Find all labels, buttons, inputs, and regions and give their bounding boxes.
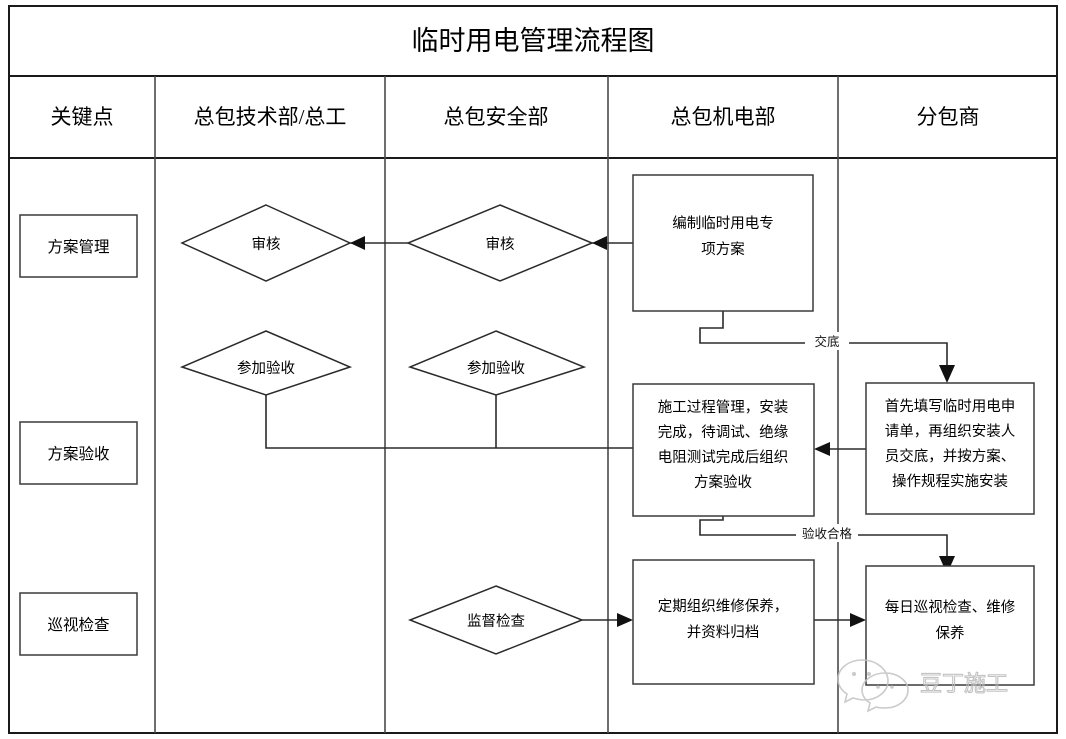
- arrowhead-briefing: [939, 365, 955, 383]
- node-label-review-tech: 审核: [252, 236, 281, 253]
- node-shape-periodic-maintenance[interactable]: [632, 559, 815, 685]
- node-shape-fill-application[interactable]: [865, 382, 1035, 515]
- outer-frame: [8, 5, 1058, 734]
- node-label-review-safety: 审核: [486, 236, 515, 253]
- column-header-mech-elec-dept: 总包机电部: [671, 105, 776, 129]
- arrowhead-draft-to-review-safety: [592, 236, 607, 250]
- wechat-icon-dot-3: [876, 685, 880, 689]
- connector-acceptance-pass-path: [699, 516, 948, 565]
- node-review-tech[interactable]: 审核: [180, 204, 352, 282]
- node-label-fill-line-1: 首先填写临时用电申: [885, 398, 1016, 415]
- node-label-daily-patrol-line-1: 每日巡视检查、维修: [885, 599, 1016, 616]
- key-point-box-2: [19, 421, 138, 485]
- node-shape-review-safety[interactable]: [406, 204, 594, 282]
- watermark-text: 豆丁施工: [920, 671, 1008, 696]
- node-shape-join-acceptance-tech[interactable]: [179, 330, 353, 396]
- node-label-supervise-inspect: 监督检查: [467, 613, 525, 630]
- arrowhead-fill-to-construction: [814, 442, 830, 456]
- node-periodic-maintenance[interactable]: 定期组织维修保养， 并资料归档: [632, 559, 815, 685]
- key-point-label-3: 巡视检查: [47, 616, 109, 634]
- node-label-fill-line-2: 请单，再组织安装人: [885, 423, 1016, 440]
- node-supervise-inspect[interactable]: 监督检查: [407, 585, 585, 655]
- node-label-maintenance-line-1: 定期组织维修保养，: [658, 598, 789, 615]
- node-label-construction-line-1: 施工过程管理，安装: [658, 399, 789, 416]
- node-construction-management[interactable]: 施工过程管理，安装 完成，待调试、绝缘 电阻测试完成后组织 方案验收: [632, 383, 815, 517]
- wechat-icon-dot-2: [866, 671, 872, 677]
- key-point-plan-acceptance: 方案验收: [19, 421, 138, 485]
- column-header-subcontractor: 分包商: [917, 105, 980, 129]
- node-fill-application[interactable]: 首先填写临时用电申 请单，再组织安装人 员交底，并按方案、 操作规程实施安装: [865, 382, 1035, 515]
- node-label-construction-line-3: 电阻测试完成后组织: [658, 449, 789, 466]
- key-point-box-3: [19, 592, 138, 656]
- key-point-patrol-inspection: 巡视检查: [19, 592, 138, 656]
- key-point-label-2: 方案验收: [47, 445, 109, 463]
- wechat-icon-front-bubble: [861, 672, 909, 713]
- connector-briefing-path: [699, 311, 948, 375]
- key-point-plan-management: 方案管理: [19, 214, 138, 278]
- arrowhead-acceptance-pass: [939, 556, 955, 574]
- node-label-maintenance-line-2: 并资料归档: [687, 624, 760, 641]
- node-shape-draft-plan[interactable]: [632, 174, 814, 312]
- node-daily-patrol[interactable]: 每日巡视检查、维修 保养: [865, 565, 1035, 686]
- edge-label-briefing: 交底: [814, 334, 839, 349]
- wechat-icon-dot-4: [890, 685, 894, 689]
- node-label-draft-plan-line-1: 编制临时用电专: [672, 215, 774, 232]
- key-point-box-1: [19, 214, 138, 278]
- watermark: 豆丁施工: [837, 659, 1009, 713]
- arrowhead-review-safety-to-review-tech: [350, 236, 365, 250]
- node-join-acceptance-safety[interactable]: 参加验收: [407, 330, 587, 396]
- node-shape-construction-management[interactable]: [632, 383, 815, 517]
- column-header-key-points: 关键点: [51, 105, 114, 129]
- column-header-tech-dept: 总包技术部/总工: [194, 105, 347, 129]
- arrowhead-supervise-to-maintenance: [617, 613, 633, 627]
- key-point-label-1: 方案管理: [47, 238, 109, 256]
- node-shape-review-tech[interactable]: [180, 204, 352, 282]
- connector-acceptance-tech-path: [265, 395, 814, 449]
- node-label-join-acceptance-tech: 参加验收: [237, 360, 295, 377]
- node-review-safety[interactable]: 审核: [406, 204, 594, 282]
- node-label-fill-line-4: 操作规程实施安装: [892, 473, 1008, 490]
- column-header-safety-dept: 总包安全部: [444, 105, 549, 129]
- arrowhead-maintenance-to-daily-patrol: [850, 613, 866, 627]
- edge-label-bg-briefing: [805, 332, 849, 350]
- node-label-fill-line-3: 员交底，并按方案、: [885, 447, 1016, 465]
- wechat-icon-back-bubble: [837, 659, 889, 704]
- page-title: 临时用电管理流程图: [412, 26, 655, 56]
- node-label-construction-line-4: 方案验收: [694, 473, 752, 491]
- wechat-icon-dot-1: [851, 671, 857, 677]
- node-shape-daily-patrol[interactable]: [865, 565, 1035, 686]
- node-join-acceptance-tech[interactable]: 参加验收: [179, 330, 353, 396]
- node-shape-supervise-inspect[interactable]: [407, 585, 585, 655]
- edge-label-acceptance-pass: 验收合格: [802, 526, 853, 541]
- node-label-daily-patrol-line-2: 保养: [936, 625, 965, 642]
- node-label-construction-line-2: 完成，待调试、绝缘: [658, 424, 789, 441]
- node-label-join-acceptance-safety: 参加验收: [467, 360, 525, 377]
- edge-label-bg-acceptance-pass: [796, 524, 858, 542]
- node-label-draft-plan-line-2: 项方案: [701, 240, 745, 258]
- node-shape-join-acceptance-safety[interactable]: [407, 330, 587, 396]
- node-draft-plan[interactable]: 编制临时用电专 项方案: [632, 174, 814, 312]
